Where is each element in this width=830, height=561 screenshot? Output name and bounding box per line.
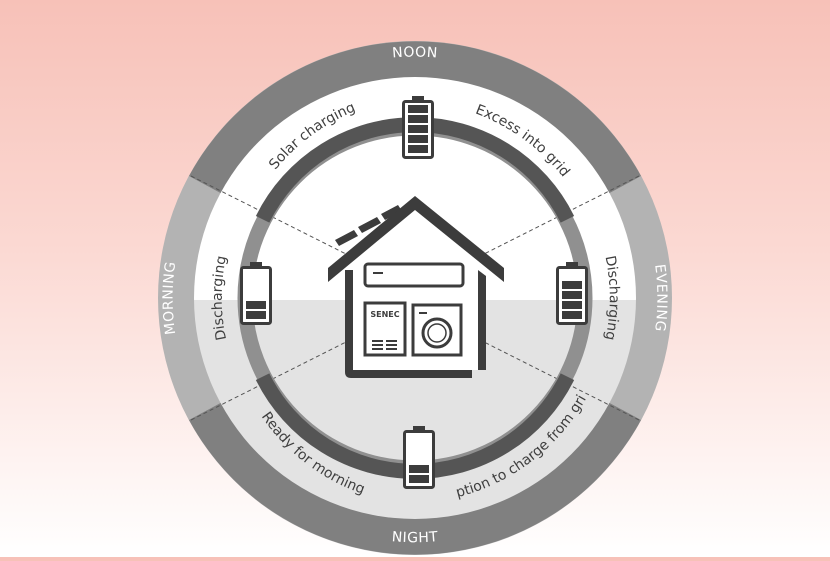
house-icon: SENEC xyxy=(328,196,504,378)
divider-lines xyxy=(190,175,640,421)
battery-segment xyxy=(409,475,429,483)
battery-night-icon xyxy=(403,426,435,489)
battery-segment xyxy=(409,465,429,473)
battery-terminal xyxy=(250,262,262,268)
senec-brand-label: SENEC xyxy=(370,310,399,319)
roof-icon xyxy=(328,196,504,282)
battery-segment xyxy=(408,105,428,113)
battery-morning-icon xyxy=(240,262,272,325)
period-evening-label: EVENING xyxy=(651,263,669,332)
battery-segment xyxy=(408,125,428,133)
phase-discharging-left-label: Discharging xyxy=(210,254,230,341)
senec-storage-unit: SENEC xyxy=(363,301,407,357)
period-morning-label: MORNING xyxy=(161,260,180,335)
battery-body xyxy=(403,430,435,489)
wall-unit-icon xyxy=(363,262,465,288)
period-night-label: NIGHT xyxy=(391,529,439,546)
battery-segment xyxy=(562,281,582,289)
battery-segment xyxy=(562,291,582,299)
battery-segment xyxy=(562,301,582,309)
battery-noon-icon xyxy=(402,96,434,159)
battery-segment xyxy=(408,145,428,153)
washing-machine-icon xyxy=(411,303,463,357)
battery-terminal xyxy=(566,262,578,268)
battery-evening-icon xyxy=(556,262,588,325)
battery-terminal xyxy=(412,96,424,102)
phase-discharging-right-label: Discharging xyxy=(601,254,621,341)
battery-segment xyxy=(562,311,582,319)
battery-segment xyxy=(408,135,428,143)
battery-segment xyxy=(246,311,266,319)
battery-segment xyxy=(408,115,428,123)
battery-body xyxy=(240,266,272,325)
solar-panel-icon xyxy=(335,205,402,246)
battery-segment xyxy=(246,301,266,309)
battery-terminal xyxy=(413,426,425,432)
